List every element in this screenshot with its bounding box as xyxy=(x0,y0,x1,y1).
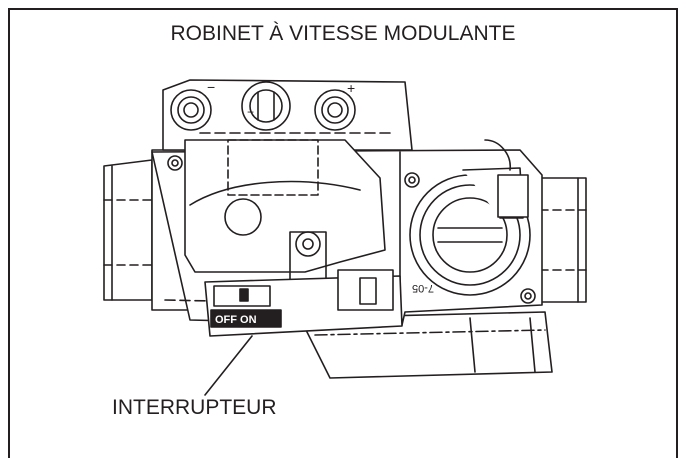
switch-label-plate xyxy=(210,309,282,328)
regulator-dial xyxy=(409,139,531,296)
port-minus-left-symbol: − xyxy=(207,79,215,95)
port-left-outer xyxy=(170,89,212,131)
figure-title: ROBINET À VITESSE MODULANTE xyxy=(170,22,516,45)
adjust-screw-center xyxy=(241,81,291,131)
port-plus-symbol: + xyxy=(347,80,355,96)
callout-label-interrupteur: INTERRUPTEUR xyxy=(112,396,277,419)
switch-off-on-text: OFF ON xyxy=(215,314,257,326)
date-code-text: 7-05 xyxy=(412,282,434,294)
port-right-outer xyxy=(314,89,356,131)
port-minus-center-symbol: − xyxy=(247,105,254,119)
outlet-pipe xyxy=(539,177,587,303)
left-cover xyxy=(184,139,386,273)
body-screws xyxy=(167,155,536,304)
switch-housing xyxy=(204,269,403,337)
callout-leader-line xyxy=(204,335,253,396)
top-block xyxy=(162,79,413,151)
